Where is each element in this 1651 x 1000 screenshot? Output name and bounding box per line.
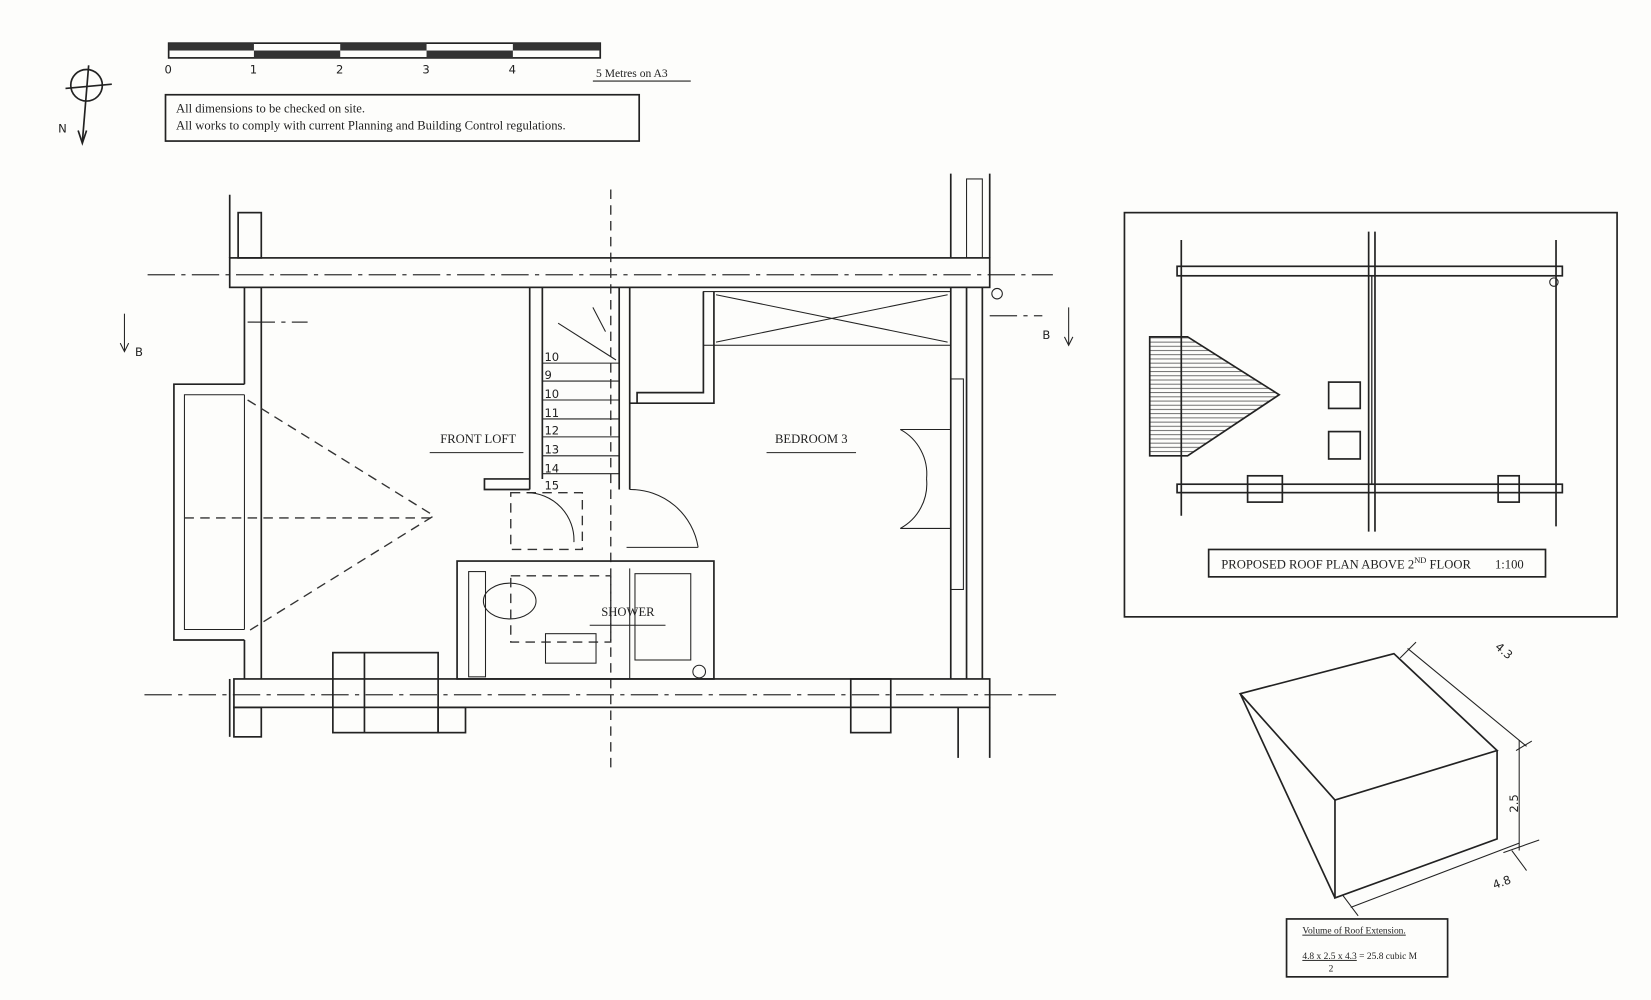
note-line-1: All dimensions to be checked on site. xyxy=(176,102,365,116)
roof-plan-title: PROPOSED ROOF PLAN ABOVE 2ND FLOOR xyxy=(1221,555,1471,571)
scale-caption: 5 Metres on A3 xyxy=(596,67,668,80)
roof-extension-isometric: 4.3 2.5 4.8 xyxy=(1238,640,1540,917)
scale-tick-3: 3 xyxy=(422,63,429,77)
volume-divisor: 2 xyxy=(1329,965,1334,975)
dim-height: 2.5 xyxy=(1507,794,1521,812)
stair-number: 14 xyxy=(544,462,559,476)
dim-depth: 4.3 xyxy=(1492,640,1515,663)
stair-number: 10 xyxy=(544,350,559,364)
dim-width: 4.8 xyxy=(1491,872,1513,891)
section-marker-left: B xyxy=(119,313,143,359)
section-marker-right: B xyxy=(1042,307,1074,347)
scale-bar: 0 1 2 3 4 5 Metres on A3 xyxy=(164,42,691,82)
notes-box: All dimensions to be checked on site. Al… xyxy=(164,93,641,142)
floor-plan: 10 9 10 11 12 13 14 15 SHOWER FRONT LOFT… xyxy=(119,173,1074,774)
scale-tick-0: 0 xyxy=(164,63,171,77)
roof-plan: PROPOSED ROOF PLAN ABOVE 2ND FLOOR 1:100 xyxy=(1123,211,1618,618)
stair-number: 9 xyxy=(544,368,551,382)
note-line-2: All works to comply with current Plannin… xyxy=(176,118,566,132)
stair-number: 10 xyxy=(544,387,559,401)
scale-tick-4: 4 xyxy=(509,63,516,77)
volume-heading: Volume of Roof Extension. xyxy=(1302,926,1405,937)
roof-plan-scale: 1:100 xyxy=(1495,557,1524,571)
volume-formula: 4.8 x 2.5 x 4.3 = 25.8 cubic M xyxy=(1302,952,1417,962)
stair-number: 11 xyxy=(544,406,559,420)
room-label-front-loft: FRONT LOFT xyxy=(440,432,516,446)
section-label: B xyxy=(1042,328,1050,342)
scale-tick-1: 1 xyxy=(250,63,257,77)
room-label-shower: SHOWER xyxy=(601,605,655,619)
stair-number: 12 xyxy=(544,424,559,438)
room-label-bedroom-3: BEDROOM 3 xyxy=(775,432,848,446)
stair-number: 15 xyxy=(544,478,559,492)
stair-number: 13 xyxy=(544,443,559,457)
scale-tick-2: 2 xyxy=(336,63,343,77)
north-label: N xyxy=(58,122,67,136)
section-label: B xyxy=(135,345,143,359)
north-arrow-icon: N xyxy=(58,65,112,146)
volume-box: Volume of Roof Extension. 4.8 x 2.5 x 4.… xyxy=(1285,918,1449,978)
